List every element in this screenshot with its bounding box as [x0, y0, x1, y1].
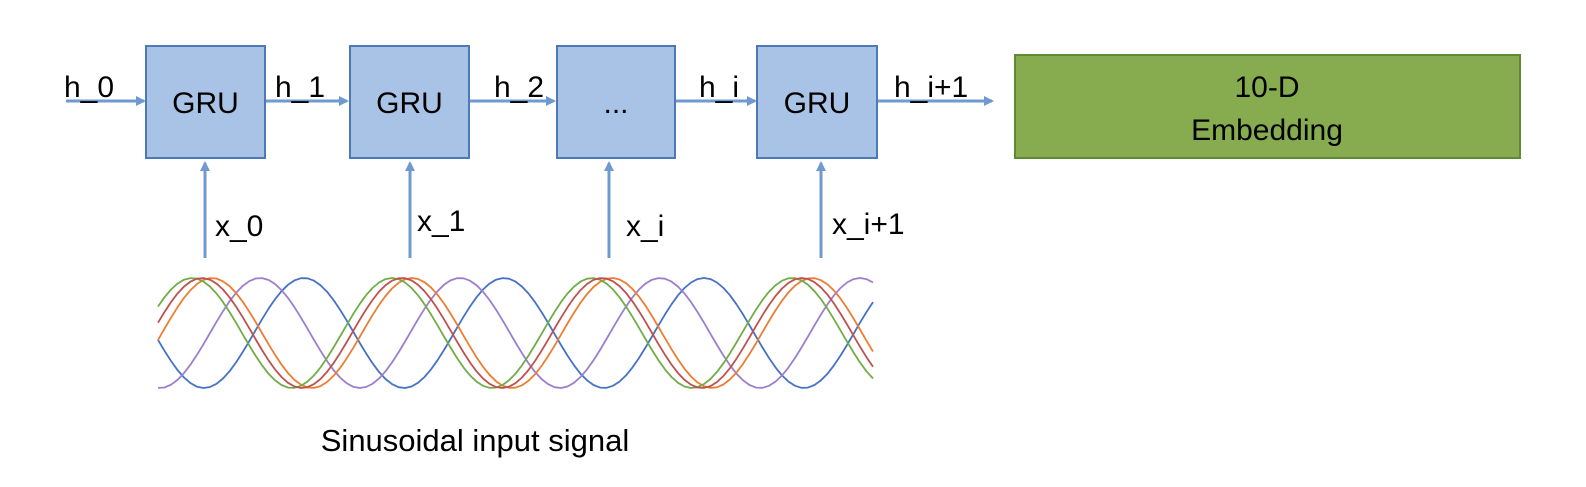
gru-cell-label: GRU [784, 87, 851, 120]
sinusoidal-waves [157, 277, 874, 389]
gru-cell-label: GRU [376, 87, 443, 120]
gru-cell-ellipsis: ... [556, 45, 676, 159]
hidden-label-hi1: h_i+1 [894, 71, 968, 104]
embedding-box: 10-D Embedding [1014, 54, 1521, 159]
input-label-xi1: x_i+1 [832, 208, 905, 241]
wave-line-0 [157, 277, 874, 389]
hidden-label-hi: h_i [699, 71, 739, 104]
gru-cell-last: GRU [756, 45, 878, 159]
hidden-label-h2: h_2 [494, 71, 544, 104]
embedding-label-line2: Embedding [1191, 114, 1343, 147]
input-label-x0: x_0 [215, 210, 263, 243]
hidden-label-h0: h_0 [64, 71, 114, 104]
gru-cell-0: GRU [145, 45, 266, 159]
gru-cell-label: GRU [172, 87, 239, 120]
wave-line-4 [157, 277, 874, 389]
wave-line-1 [157, 277, 874, 389]
ellipsis-cell-label: ... [603, 87, 628, 120]
hidden-label-h1: h_1 [275, 71, 325, 104]
wave-line-2 [157, 277, 874, 389]
caption: Sinusoidal input signal [321, 423, 630, 458]
gru-cell-1: GRU [349, 45, 470, 159]
input-label-x1: x_1 [417, 205, 465, 238]
wave-line-3 [157, 277, 874, 389]
input-label-xi: x_i [626, 210, 664, 243]
embedding-label-line1: 10-D [1234, 71, 1299, 104]
